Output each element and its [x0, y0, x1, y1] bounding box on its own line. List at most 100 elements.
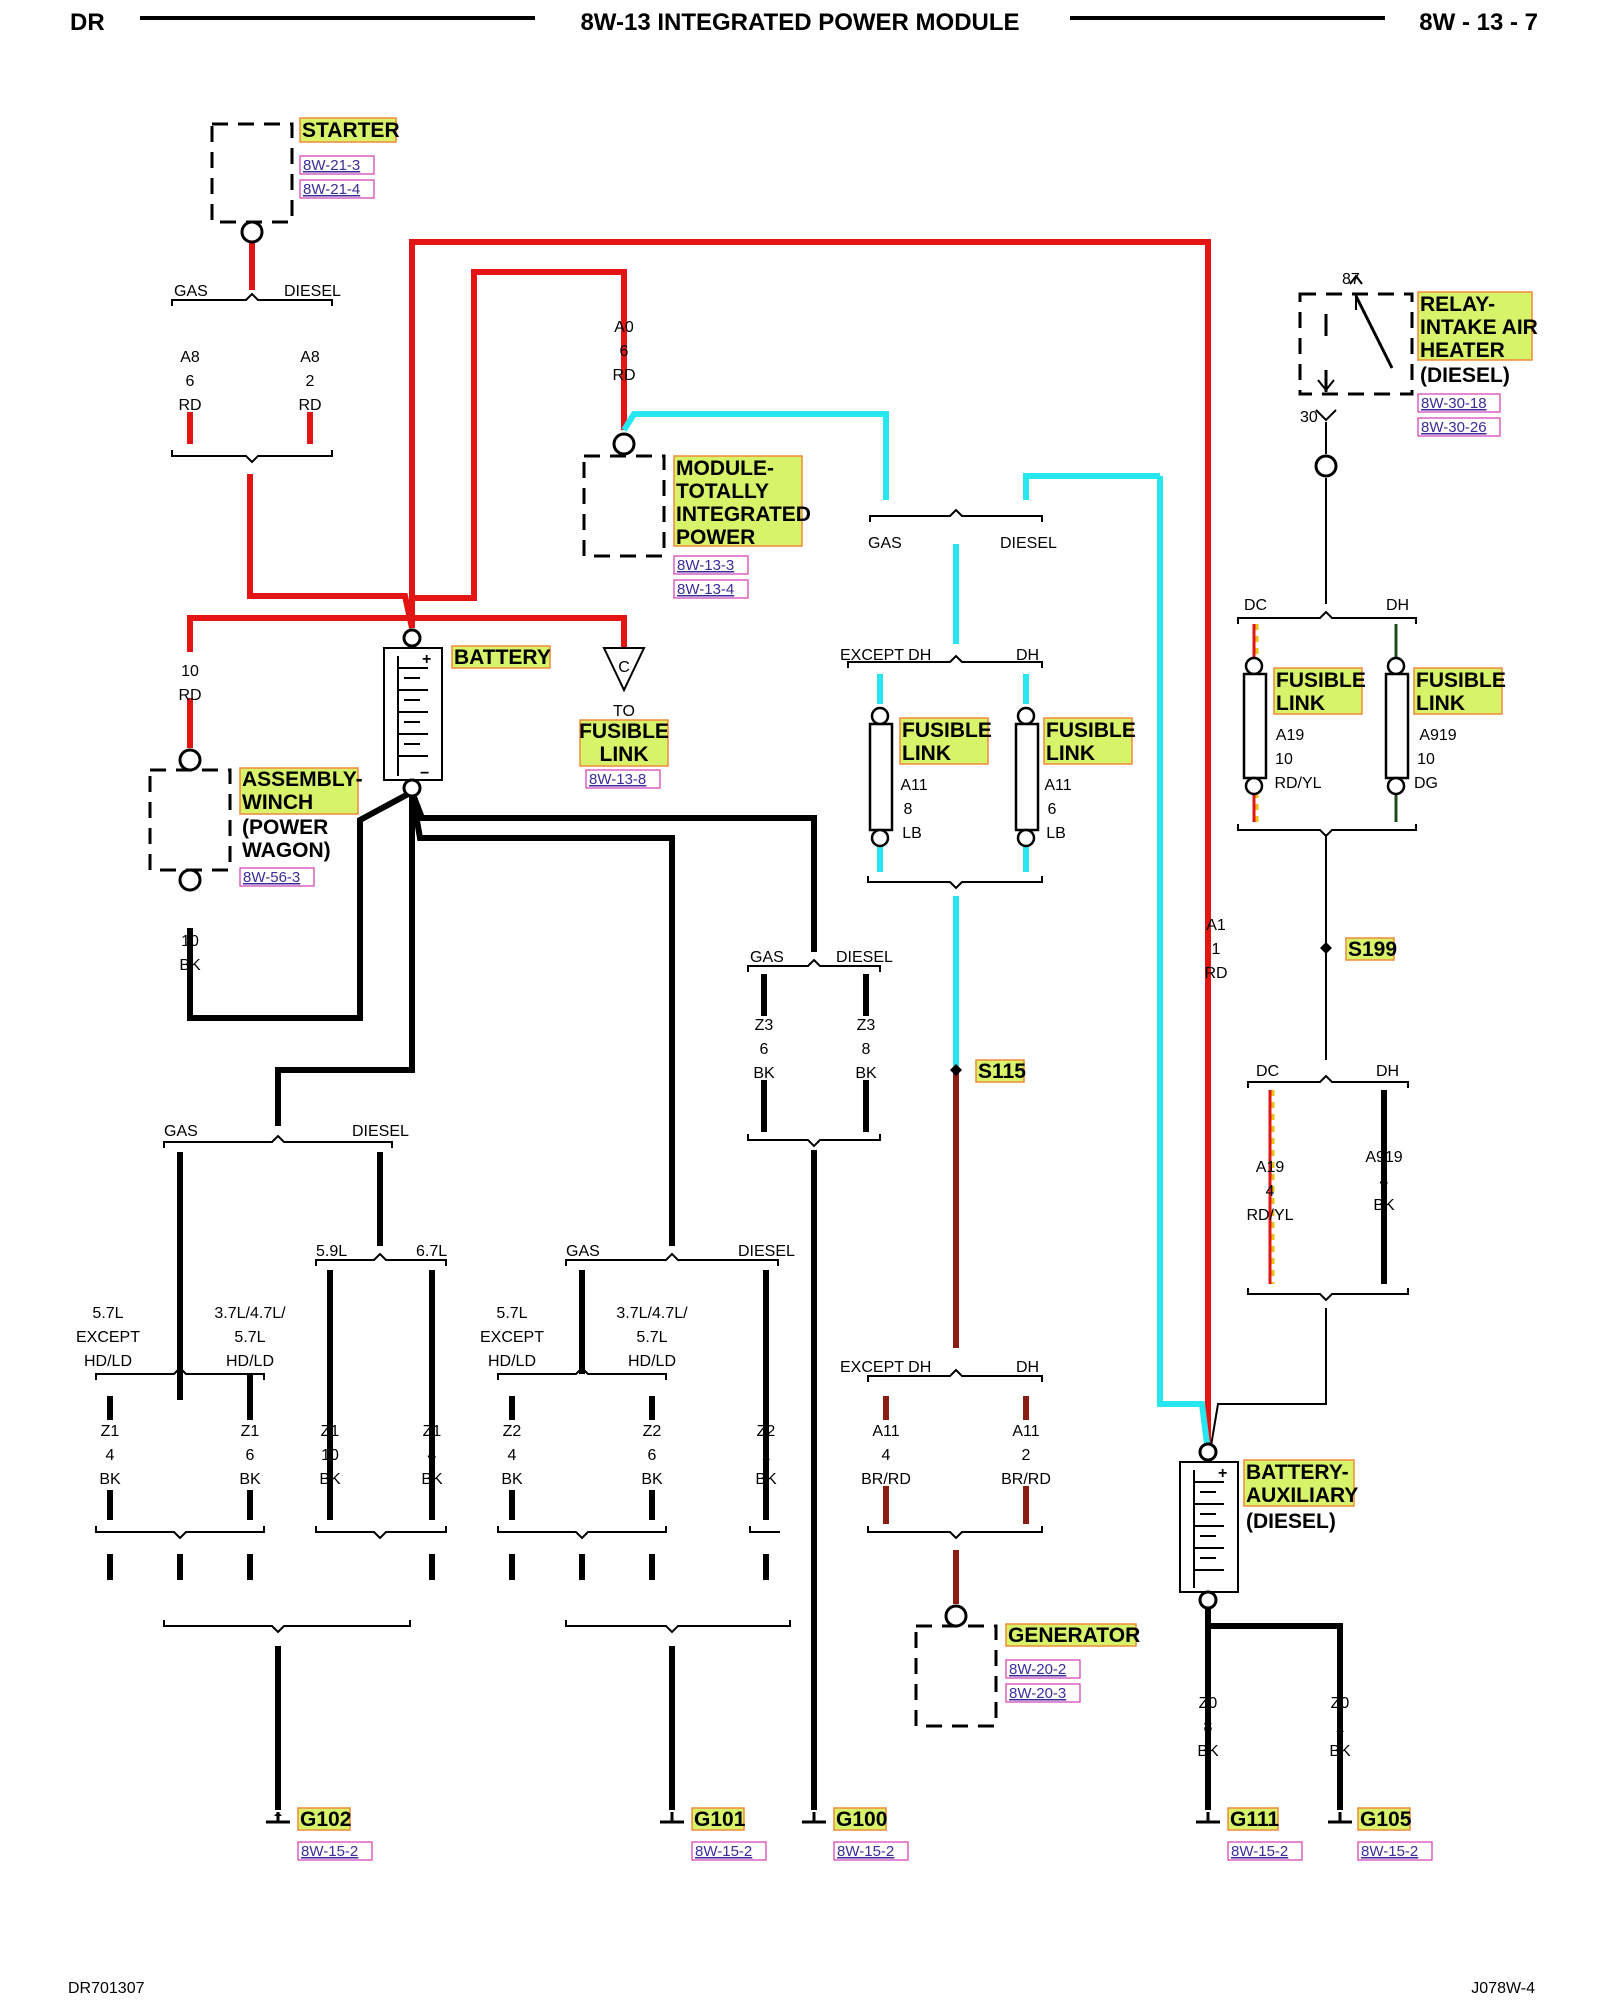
svg-text:BK: BK: [99, 1471, 121, 1488]
svg-text:6: 6: [186, 373, 195, 390]
bl-z3-gas: GAS: [750, 949, 784, 966]
winch-sub-2: WAGON): [242, 839, 331, 862]
g100-ref[interactable]: 8W-15-2: [837, 1843, 894, 1860]
ipm-label-1: MODULE-: [676, 457, 774, 480]
ipm-ref-2[interactable]: 8W-13-4: [677, 581, 734, 598]
svg-text:RD: RD: [1204, 965, 1227, 982]
winch-component: ASSEMBLY- WINCH (POWER WAGON) 8W-56-3: [148, 748, 363, 892]
battery-component: + − BATTERY: [383, 628, 551, 798]
bl-z2a-1: 5.7L: [496, 1305, 527, 1322]
svg-text:8: 8: [1204, 1719, 1213, 1736]
bl-6-7l: 6.7L: [416, 1243, 447, 1260]
wire-battery-neg-g102: [275, 792, 415, 1126]
svg-text:A0: A0: [614, 319, 634, 336]
bl-relay-dh: DH: [1386, 597, 1409, 614]
relay-label-sub: (DIESEL): [1420, 364, 1510, 387]
wire-battery-neg-g101: [409, 791, 675, 1246]
svg-text:A11: A11: [872, 1423, 899, 1440]
svg-text:4: 4: [508, 1447, 517, 1464]
bl-z1a-2: EXCEPT: [76, 1329, 140, 1346]
g105-ref[interactable]: 8W-15-2: [1361, 1843, 1418, 1860]
ground-g111: G111 8W-15-2: [1196, 1807, 1303, 1861]
wire-z0-1: [1208, 1623, 1343, 1810]
wire-starter-to-battery: [247, 474, 415, 629]
ipm-component: MODULE- TOTALLY INTEGRATED POWER 8W-13-3…: [582, 432, 811, 599]
svg-text:DG: DG: [1414, 775, 1438, 792]
svg-text:BK: BK: [239, 1471, 261, 1488]
bl-lower-dh: DH: [1376, 1063, 1399, 1080]
g101-ref[interactable]: 8W-15-2: [695, 1843, 752, 1860]
svg-text:A11: A11: [1012, 1423, 1039, 1440]
svg-text:−: −: [420, 765, 429, 782]
starter-ref-1[interactable]: 8W-21-3: [303, 157, 360, 174]
relay-ref-2[interactable]: 8W-30-26: [1421, 419, 1487, 436]
bl-g101-diesel: DIESEL: [738, 1243, 795, 1260]
wire-ipm-gas: [621, 411, 889, 500]
relay-label-2: INTAKE AIR: [1420, 316, 1538, 339]
svg-text:A11: A11: [900, 777, 927, 794]
svg-text:1: 1: [762, 1447, 771, 1464]
svg-text:Z0: Z0: [1331, 1695, 1350, 1712]
ground-g100: G100 8W-15-2: [802, 1807, 909, 1861]
bl-fl-except-dh: EXCEPT DH: [840, 647, 931, 664]
bl-z2b-3: HD/LD: [628, 1353, 676, 1370]
branch-labels: GAS DIESEL GAS DIESEL EXCEPT DH DH DC DH…: [76, 283, 1409, 1376]
winch-ref[interactable]: 8W-56-3: [243, 869, 300, 886]
svg-text:4: 4: [1380, 1173, 1389, 1190]
svg-text:10: 10: [1417, 751, 1435, 768]
fl-a19-label-1: FUSIBLE: [1276, 669, 1366, 692]
generator-ref-2[interactable]: 8W-20-3: [1009, 1685, 1066, 1702]
bl-starter-gas: GAS: [174, 283, 208, 300]
g102-ref[interactable]: 8W-15-2: [301, 1843, 358, 1860]
fl-a919-label-2: LINK: [1416, 692, 1465, 715]
splice-s199: S199: [1320, 937, 1397, 961]
svg-text:+: +: [1218, 1465, 1227, 1482]
wire-stubs: [107, 1396, 769, 1420]
generator-ref-1[interactable]: 8W-20-2: [1009, 1661, 1066, 1678]
wire-winch-10bk: [187, 789, 414, 1021]
svg-text:RD: RD: [298, 397, 321, 414]
ipm-ref-1[interactable]: 8W-13-3: [677, 557, 734, 574]
branch-brackets: [95, 292, 1417, 1634]
svg-text:BK: BK: [753, 1065, 775, 1082]
to-fusible-ref[interactable]: 8W-13-8: [589, 771, 646, 788]
bl-z1b-3: HD/LD: [226, 1353, 274, 1370]
ipm-label-2: TOTALLY: [676, 480, 769, 503]
page-title: 8W-13 INTEGRATED POWER MODULE: [580, 9, 1019, 36]
svg-text:BK: BK: [501, 1471, 523, 1488]
relay-label-3: HEATER: [1420, 339, 1505, 362]
svg-text:A19: A19: [1256, 1159, 1285, 1176]
svg-text:10: 10: [1275, 751, 1293, 768]
wire-a1: [409, 239, 1211, 1452]
to-label: TO: [613, 703, 635, 720]
battery-aux-label-2: AUXILIARY: [1246, 1484, 1358, 1507]
g111-ref[interactable]: 8W-15-2: [1231, 1843, 1288, 1860]
to-fusible-label-1: FUSIBLE: [579, 720, 669, 743]
starter-ref-2[interactable]: 8W-21-4: [303, 181, 360, 198]
relay-ref-1[interactable]: 8W-30-18: [1421, 395, 1487, 412]
winch-sub-1: (POWER: [242, 816, 328, 839]
svg-text:4: 4: [882, 1447, 891, 1464]
bl-starter-diesel: DIESEL: [284, 283, 341, 300]
svg-text:BR/RD: BR/RD: [1001, 1471, 1051, 1488]
fusible-link-a11-6: FUSIBLE LINK: [1014, 706, 1136, 848]
svg-text:BK: BK: [641, 1471, 663, 1488]
fl-a11-8-label-2: LINK: [902, 742, 951, 765]
svg-text:Z0: Z0: [1199, 1695, 1218, 1712]
g102-label: G102: [300, 1808, 351, 1831]
connector-c-label: C: [618, 659, 630, 676]
svg-text:1: 1: [1336, 1719, 1345, 1736]
svg-text:BK: BK: [1329, 1743, 1351, 1760]
